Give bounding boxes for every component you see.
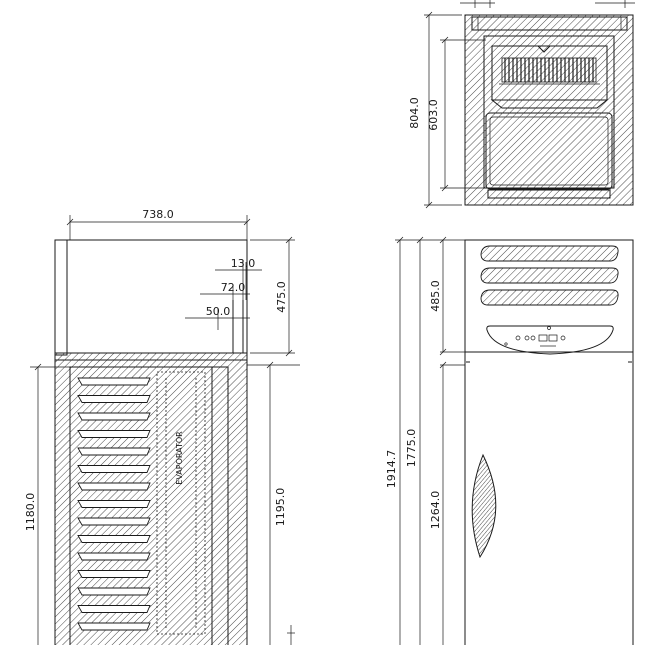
dim-72: 72.0 [221,281,246,294]
dim-13: 13.0 [231,257,256,270]
front-view: 1914.7 1775.0 485.0 1264.0 [385,236,634,645]
tray [77,622,151,631]
louvre [480,267,619,284]
top-view: 804.0 603.0 [408,0,635,209]
tray [77,447,151,456]
dim-top-inner-603: 603.0 [427,99,440,131]
dim-top-depth-804: 804.0 [408,97,421,129]
tray [77,570,151,578]
dim-1775: 1775.0 [405,429,418,468]
dim-485: 485.0 [429,280,442,312]
dim-1914-7: 1914.7 [385,450,398,489]
tray [77,377,151,386]
tray [77,395,151,403]
tray [77,482,151,491]
dim-1180: 1180.0 [24,493,37,532]
dim-1264: 1264.0 [429,491,442,530]
louvre [480,289,619,306]
tray [77,517,151,526]
dim-475: 475.0 [275,281,288,313]
tray [77,552,151,561]
louvre [480,245,619,262]
tray [77,587,151,596]
tray [77,412,151,421]
tray [77,430,151,438]
side-view: 738.0 13.0 72.0 50.0 475.0 EVAPORATOR [24,208,300,645]
dim-50: 50.0 [206,305,231,318]
condenser-louvres [480,245,619,306]
tray [77,465,151,473]
dim-width-738: 738.0 [142,208,174,221]
dim-1195: 1195.0 [274,488,287,527]
tray [77,500,151,508]
tray-stack [77,377,151,631]
evaporator-label: EVAPORATOR [175,431,184,485]
tray [77,605,151,613]
tray [77,535,151,543]
